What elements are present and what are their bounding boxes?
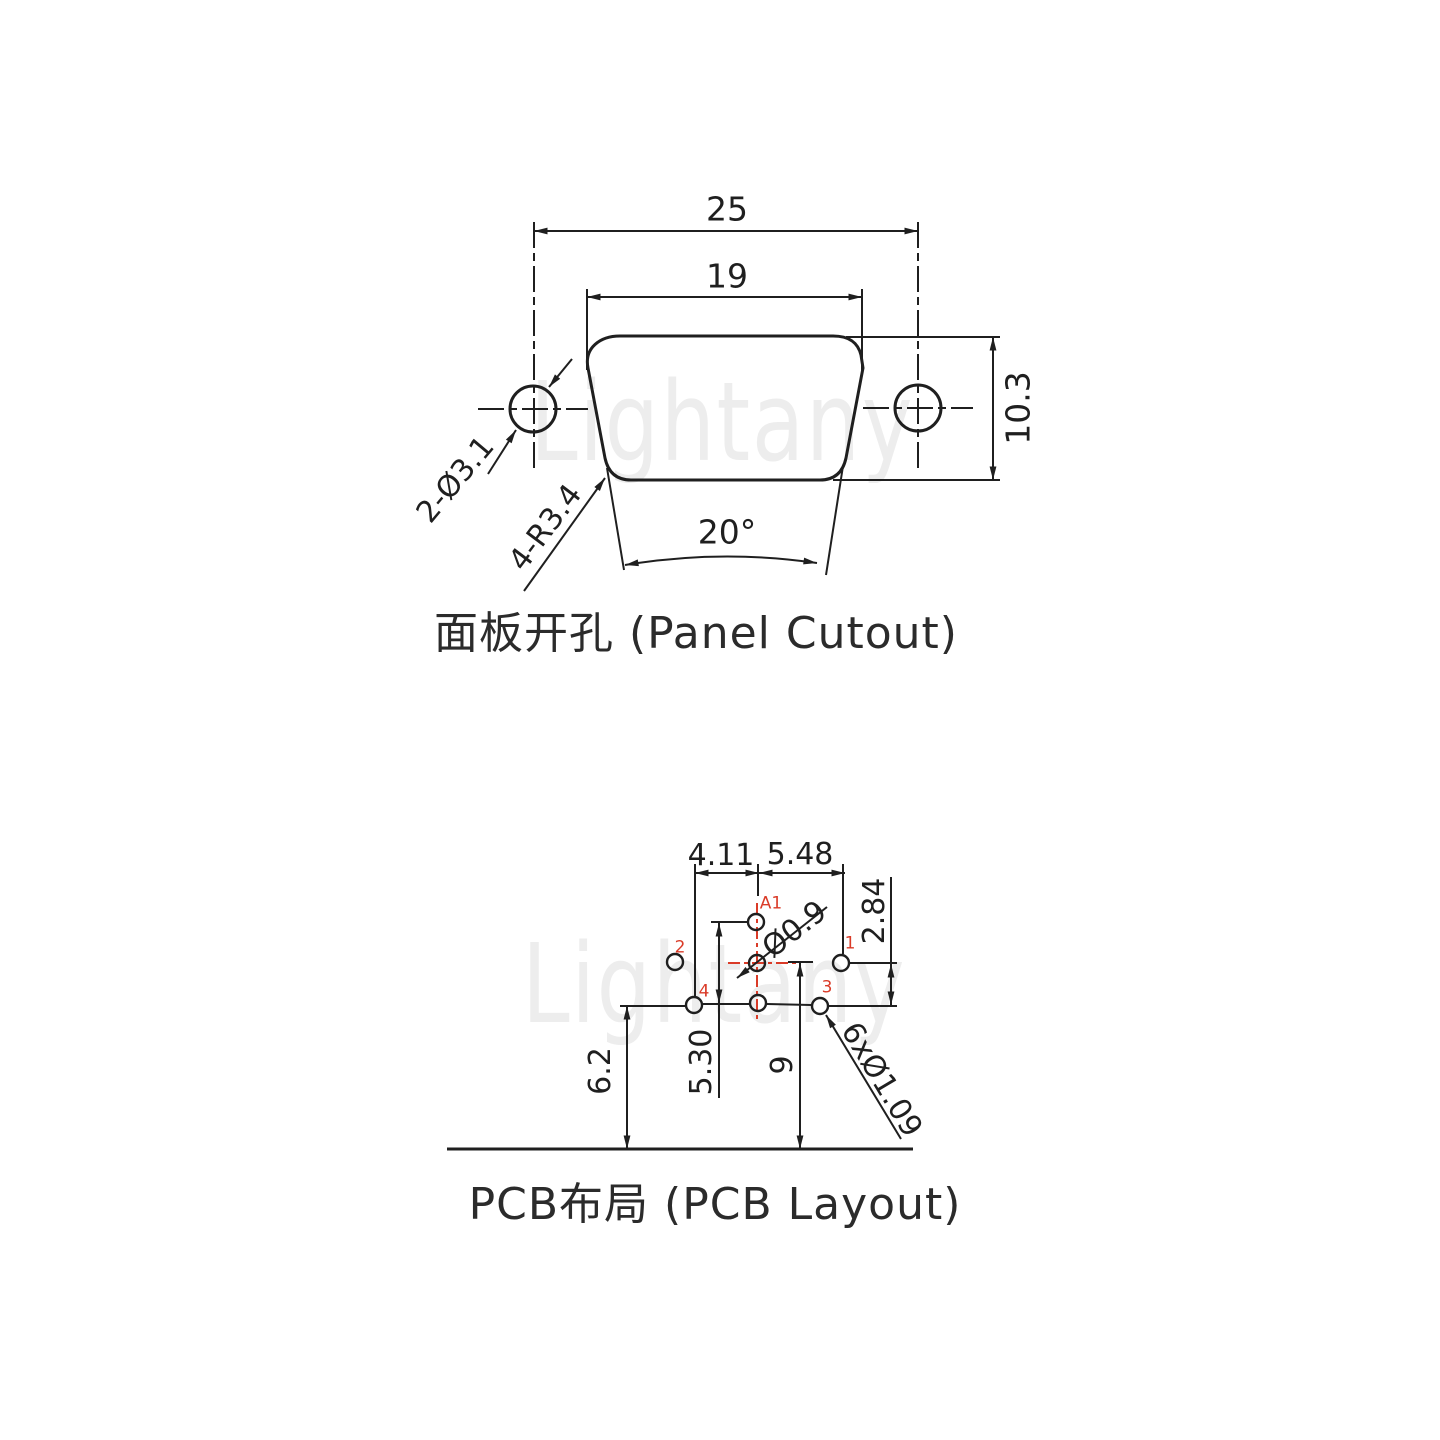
- pin-4: [684, 995, 704, 1015]
- pin-label-1: 1: [844, 933, 856, 954]
- dim-height-label: 10.3: [998, 371, 1038, 445]
- dim-a1-span-label: 5.30: [684, 1028, 719, 1096]
- dim-left-pitch-label: 4.11: [687, 838, 755, 873]
- pin-label-3: 3: [821, 977, 833, 998]
- pin-center: [747, 953, 767, 973]
- dim-taper-angle-label: 20°: [697, 512, 757, 552]
- pin-label-4: 4: [698, 981, 710, 1002]
- dim-outer-width-label: 25: [706, 189, 748, 229]
- dim-pin4-height-label: 6.2: [583, 1047, 618, 1095]
- panel-cutout-title: 面板开孔 (Panel Cutout): [434, 608, 958, 659]
- watermark-bottom: Lightany: [521, 920, 907, 1048]
- dim-row-offset-label: 2.84: [857, 877, 892, 945]
- pcb-pin-holes: [665, 912, 851, 1016]
- pin-2: [665, 952, 685, 972]
- panel-cutout-drawing: [478, 222, 1000, 592]
- watermark-top: Lightany: [529, 358, 915, 486]
- pin-1: [831, 953, 851, 973]
- dim-right-pitch-label: 5.48: [766, 837, 834, 872]
- pin-bottom-center: [748, 993, 768, 1013]
- dim-inner-width-label: 19: [706, 256, 748, 296]
- panel-cutout-shape: [585, 334, 865, 482]
- dim-center-height-label: 9: [765, 1055, 800, 1075]
- mount-hole-left: [508, 384, 558, 434]
- pin-label-2: 2: [674, 937, 686, 958]
- pcb-layout-title: PCB布局 (PCB Layout): [468, 1179, 962, 1230]
- pin-label-a1: A1: [759, 893, 783, 914]
- mount-hole-right: [893, 383, 943, 433]
- pcb-layout-drawing: [447, 864, 913, 1151]
- pin-a1: [746, 912, 766, 932]
- pin-3: [810, 996, 830, 1016]
